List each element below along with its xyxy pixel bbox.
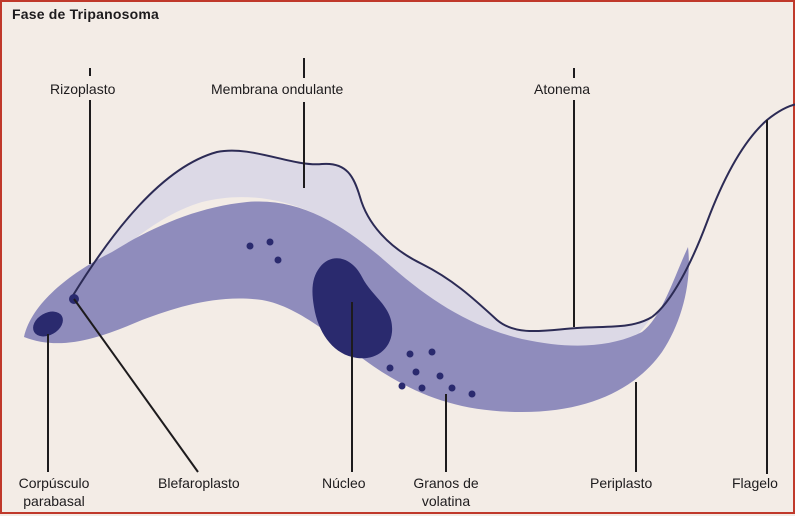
label-corpusculo-line2: parabasal <box>8 492 100 510</box>
label-rizoplasto: Rizoplasto <box>50 80 115 98</box>
label-atonema: Atonema <box>534 80 590 98</box>
label-granos-line1: Granos de <box>398 474 494 492</box>
label-membrana-ondulante: Membrana ondulante <box>211 80 343 98</box>
label-granos-line2: volatina <box>398 492 494 510</box>
label-nucleo: Núcleo <box>322 474 366 492</box>
label-granos-de-volatina: Granos de volatina <box>398 474 494 510</box>
diagram-title: Fase de Tripanosoma <box>12 6 159 22</box>
label-periplasto: Periplasto <box>590 474 652 492</box>
label-blefaroplasto: Blefaroplasto <box>158 474 240 492</box>
label-corpusculo-line1: Corpúsculo <box>8 474 100 492</box>
label-corpusculo-parabasal: Corpúsculo parabasal <box>8 474 100 510</box>
label-flagelo: Flagelo <box>732 474 778 492</box>
blefaroplasto-leader <box>74 299 198 472</box>
